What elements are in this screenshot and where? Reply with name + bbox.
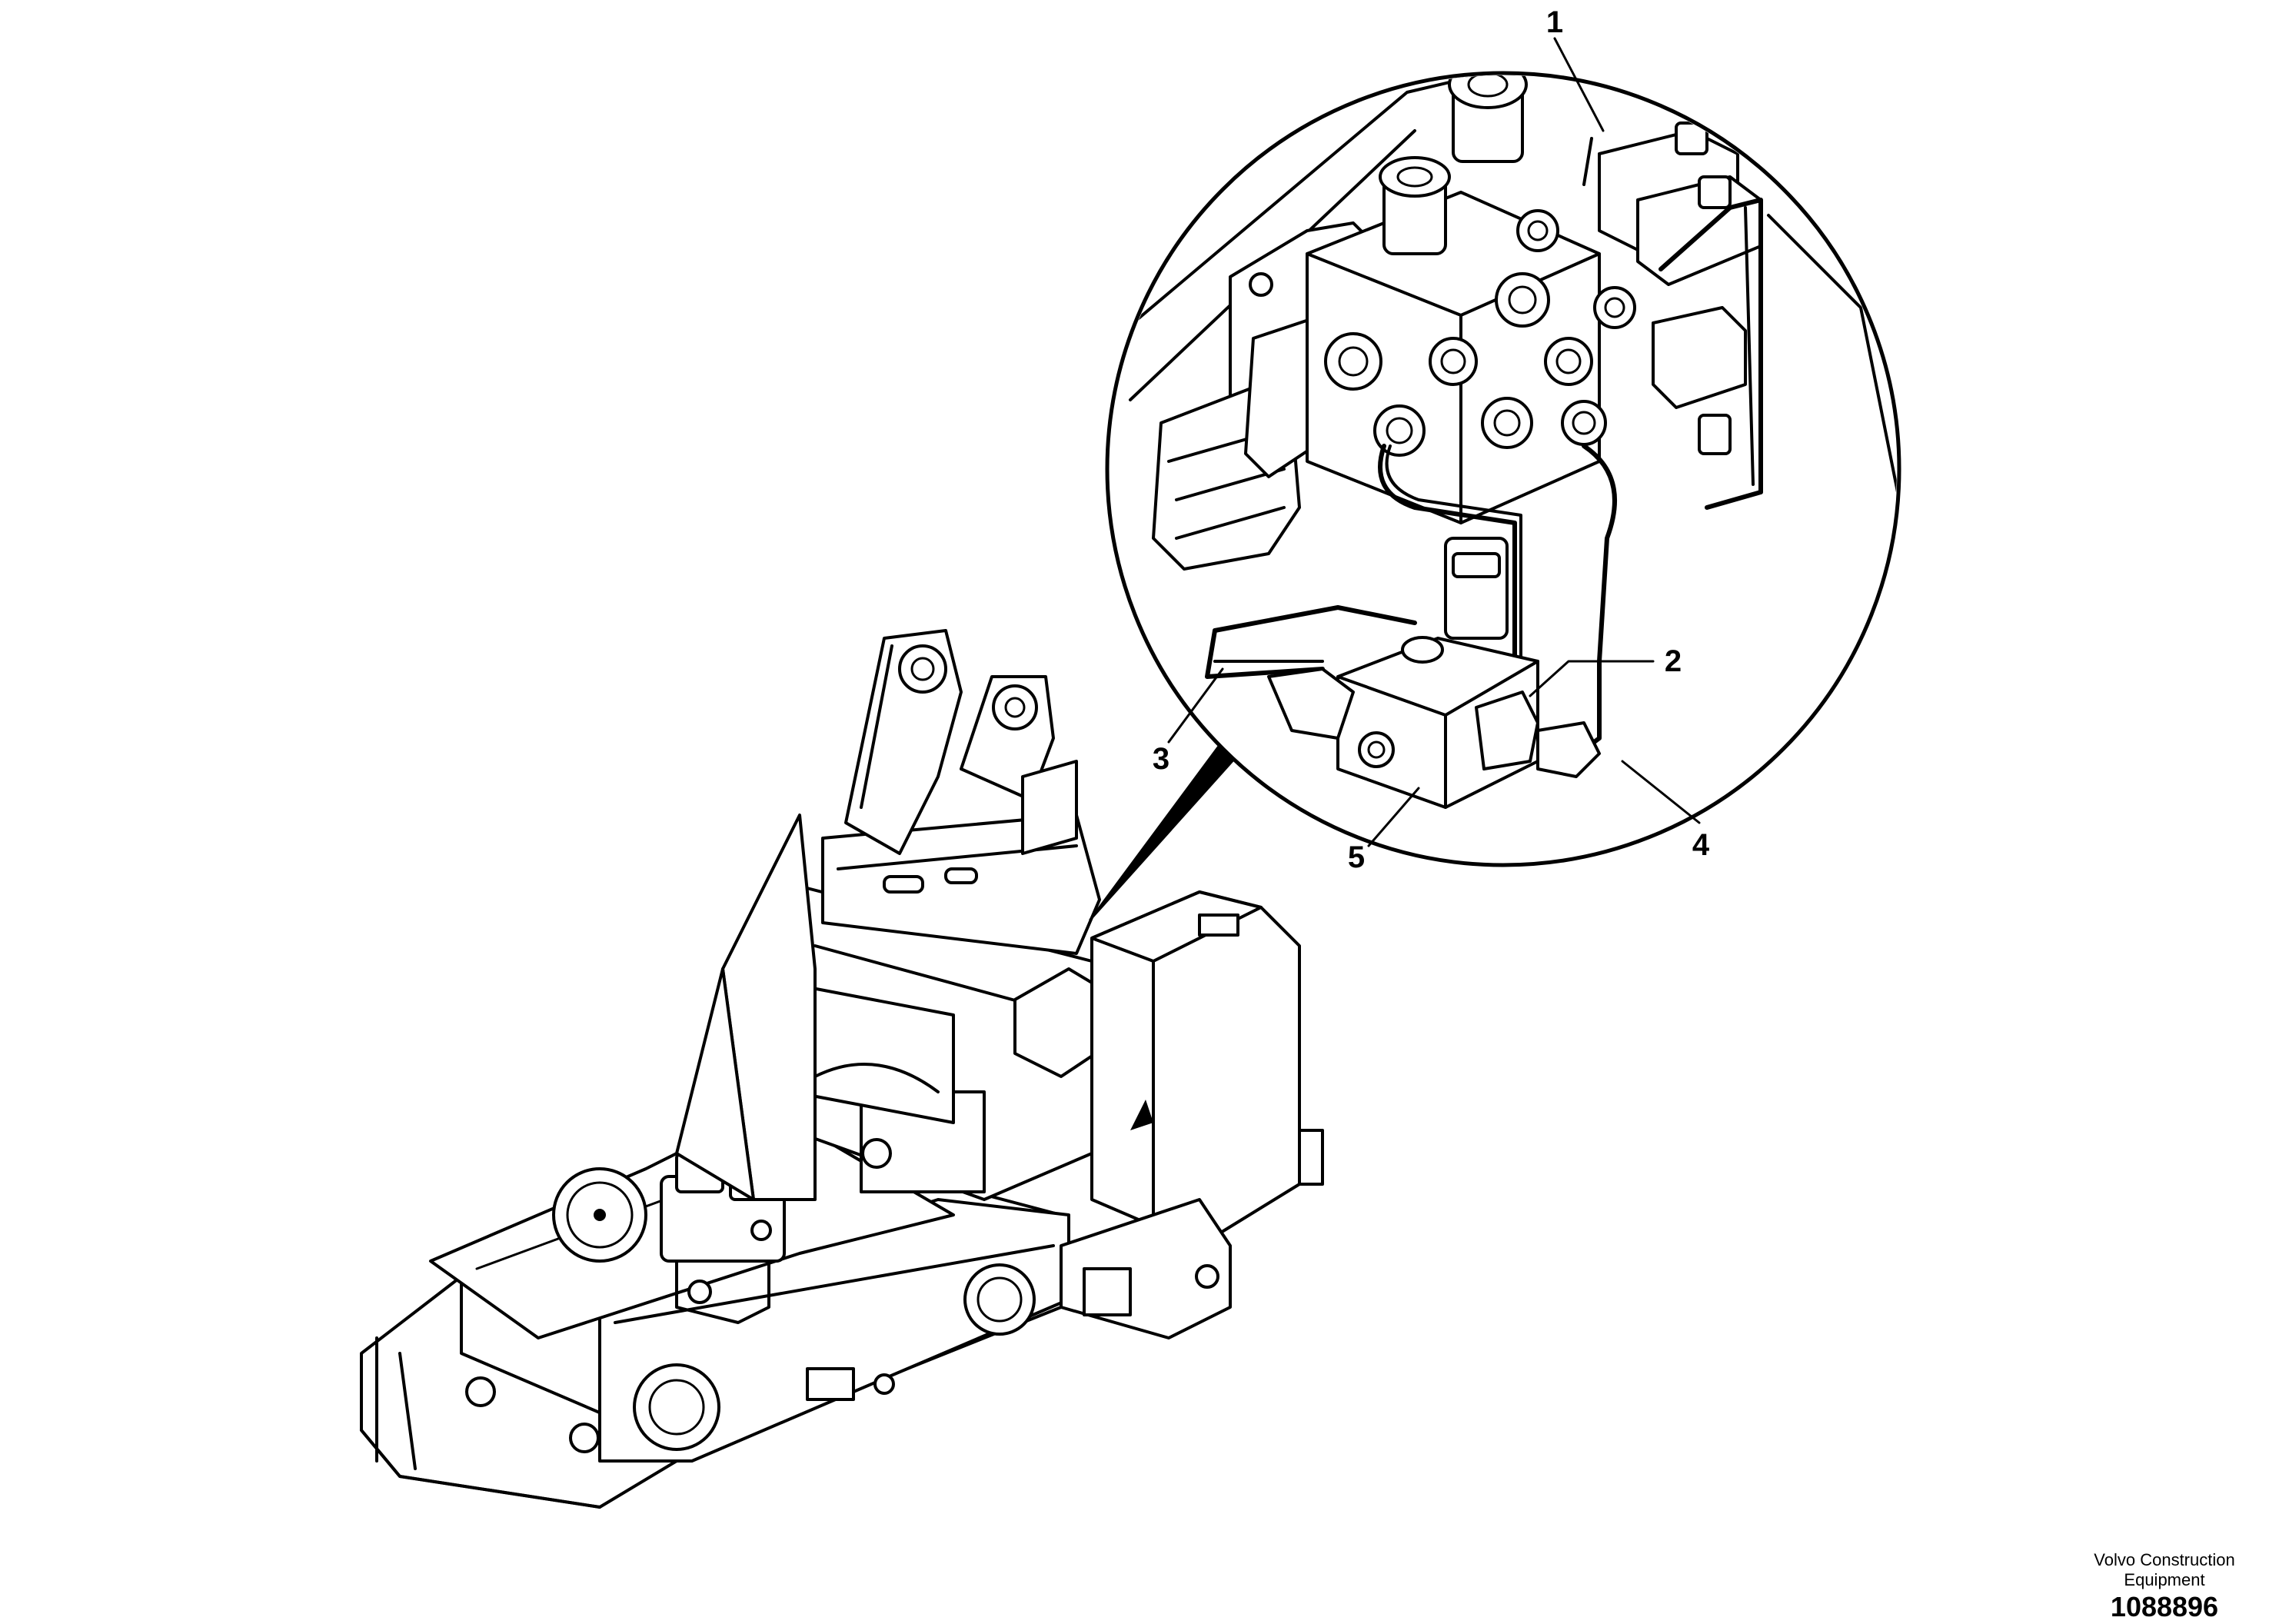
- callout-4: 4: [1692, 828, 1710, 862]
- callout-5: 5: [1348, 840, 1365, 874]
- detail-view-circle: [1105, 71, 1901, 867]
- callouts: 1 2 3 4 5: [1153, 5, 1710, 874]
- detail-pointer: [1089, 734, 1244, 921]
- callout-leaders: [1167, 37, 1701, 847]
- callout-2: 2: [1665, 644, 1682, 678]
- callout-3: 3: [1153, 742, 1169, 776]
- brand-line-2: Equipment: [2124, 1570, 2205, 1589]
- footer-block: Volvo Construction Equipment 1088896: [2072, 1550, 2257, 1624]
- callout-1: 1: [1546, 5, 1563, 39]
- machine-frame-drawing: [360, 629, 1324, 1509]
- document-number: 1088896: [2110, 1591, 2219, 1622]
- brand-line-1: Volvo Construction: [2094, 1550, 2235, 1569]
